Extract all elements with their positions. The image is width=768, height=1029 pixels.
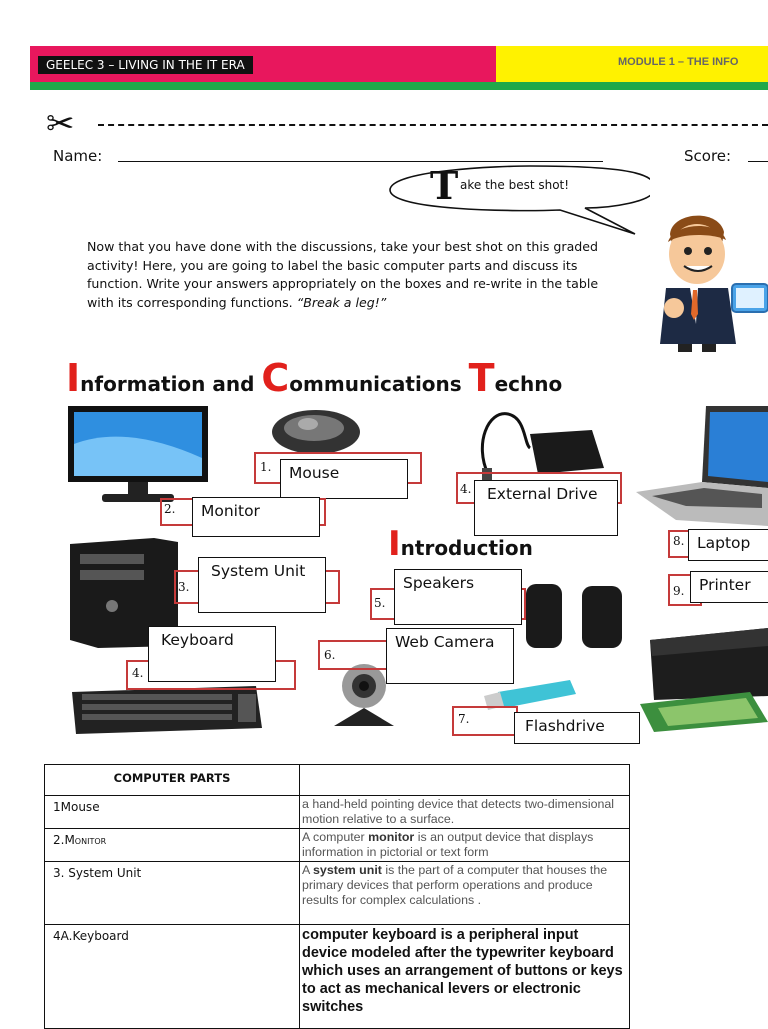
label-number-2: 2. — [164, 502, 176, 516]
module-title: MODULE 1 – THE INFO — [618, 56, 739, 68]
description-cell: a hand-held pointing device that detects… — [299, 795, 630, 829]
desc-text: A — [302, 863, 314, 877]
desc-bold: system unit — [313, 863, 382, 877]
intro-text: ntroduction — [400, 536, 533, 560]
part-cell: 1Mouse — [44, 795, 300, 829]
label-text: Printer — [699, 576, 751, 594]
course-title: GEELEC 3 – LIVING IN THE IT ERA — [38, 56, 253, 74]
label-box-external-drive[interactable]: External Drive — [474, 480, 618, 536]
label-text: Web Camera — [395, 633, 495, 651]
cut-line — [98, 124, 768, 126]
table-header-row: COMPUTER PARTS — [44, 764, 630, 796]
table-row: 3. System Unit A system unit is the part… — [44, 861, 630, 925]
label-number-4: 4. — [132, 666, 144, 680]
label-number-7: 7. — [458, 712, 470, 726]
desc-text: A computer — [302, 830, 369, 844]
intro-cap-i: I — [388, 524, 401, 564]
label-number-8: 8. — [673, 534, 685, 548]
header-band-yellow — [496, 46, 768, 82]
label-text: Keyboard — [161, 631, 234, 649]
label-number-5: 5. — [374, 596, 386, 610]
table-row: 1Mouse a hand-held pointing device that … — [44, 795, 630, 829]
speech-bubble — [389, 165, 650, 235]
label-text: System Unit — [211, 562, 306, 580]
businessman-illustration — [660, 215, 768, 352]
desc-text: a peripheral input device modeled after — [302, 927, 579, 961]
label-text: External Drive — [487, 485, 598, 503]
banner-text-technology: echno — [494, 372, 563, 396]
header-computer-parts: COMPUTER PARTS — [44, 764, 300, 796]
mouse-image — [272, 410, 360, 454]
flashdrive-image — [484, 680, 576, 710]
banner-text-information: nformation and — [80, 372, 262, 396]
monitor-image — [68, 406, 208, 502]
instructions-paragraph: Now that you have done with the discussi… — [87, 238, 617, 312]
printer-image — [640, 628, 768, 732]
table-row: 4A.Keyboard computer keyboard is a perip… — [44, 924, 630, 1029]
instructions-text: Now that you have done with the discussi… — [87, 239, 599, 310]
part-cell: 3. System Unit — [44, 861, 300, 925]
table-row: 2.Monitor A computer monitor is an outpu… — [44, 828, 630, 862]
banner-cap-i: I — [66, 356, 81, 400]
description-cell: computer keyboard is a peripheral input … — [299, 924, 630, 1029]
name-label: Name: — [53, 147, 103, 165]
header-function — [299, 764, 630, 796]
part-cell: 4A.Keyboard — [44, 924, 300, 1029]
desc-text: is an output device that displays inform… — [302, 830, 594, 859]
label-box-keyboard[interactable]: Keyboard — [148, 626, 276, 682]
label-box-printer[interactable]: Printer — [690, 571, 768, 603]
label-box-laptop[interactable]: Laptop — [688, 529, 768, 561]
system-unit-image — [70, 538, 178, 648]
computer-parts-table: COMPUTER PARTS 1Mouse a hand-held pointi… — [44, 764, 630, 1029]
score-label: Score: — [684, 147, 732, 165]
web-camera-image — [334, 664, 394, 726]
scissors-icon: ✂ — [46, 104, 75, 144]
ict-banner-title: Information and Communications Techno — [66, 356, 562, 400]
part-cell: 2.Monitor — [44, 828, 300, 862]
bubble-initial: T — [430, 163, 459, 208]
header-band-green — [30, 82, 768, 90]
label-number-3: 3. — [178, 580, 190, 594]
banner-text-communications: ommunications — [289, 372, 469, 396]
description-cell: A system unit is the part of a computer … — [299, 861, 630, 925]
label-box-web-camera[interactable]: Web Camera — [386, 628, 514, 684]
external-drive-image — [480, 412, 604, 480]
banner-cap-c: C — [261, 356, 290, 400]
label-text: Flashdrive — [525, 717, 605, 735]
label-box-system-unit[interactable]: System Unit — [198, 557, 326, 613]
name-field[interactable] — [118, 161, 603, 162]
bubble-text: ake the best shot! — [460, 178, 570, 192]
label-box-mouse[interactable]: Mouse — [280, 459, 408, 499]
label-box-flashdrive[interactable]: Flashdrive — [514, 712, 640, 744]
banner-cap-t: T — [468, 356, 495, 400]
desc-text: is the part of a computer that houses th… — [302, 863, 608, 907]
label-number-9: 9. — [673, 584, 685, 598]
label-number-6: 6. — [324, 648, 336, 662]
label-text: Mouse — [289, 464, 340, 482]
label-text: Laptop — [697, 534, 751, 552]
description-cell: A computer monitor is an output device t… — [299, 828, 630, 862]
speakers-image — [526, 584, 622, 648]
introduction-title: Introduction — [388, 524, 533, 564]
label-box-monitor[interactable]: Monitor — [192, 497, 320, 537]
label-box-speakers[interactable]: Speakers — [394, 569, 522, 625]
label-number-1: 1. — [260, 460, 272, 474]
desc-text: the typewriter keyboard which uses an ar… — [302, 945, 623, 1015]
score-field[interactable] — [748, 161, 768, 162]
label-text: Speakers — [403, 574, 475, 592]
desc-bold: monitor — [368, 830, 415, 844]
desc-text: computer keyboard is — [302, 927, 457, 943]
label-number-4b: 4. — [460, 482, 472, 496]
keyboard-image — [72, 686, 262, 734]
laptop-image — [636, 406, 768, 526]
instructions-quote: “Break a leg!” — [296, 294, 387, 310]
label-text: Monitor — [201, 502, 260, 520]
